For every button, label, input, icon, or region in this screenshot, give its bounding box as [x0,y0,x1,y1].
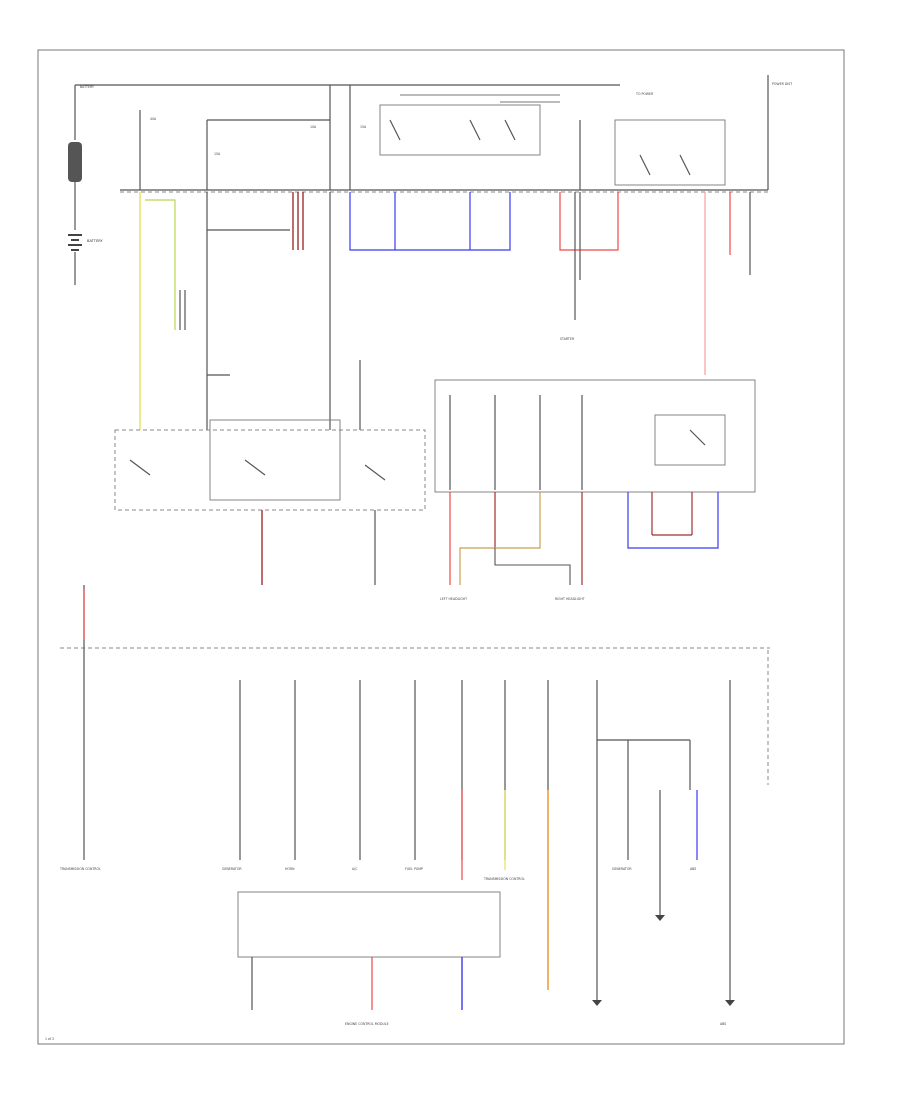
diagram-frame [37,49,845,1045]
starter-label: STARTER [560,337,575,341]
generator-label-2: GENERATOR [612,867,632,871]
fuel-label: FUEL PUMP [405,867,423,871]
svg-text:POWER DIST: POWER DIST [772,82,792,86]
fuse-icon [68,142,82,182]
engine-control-label: ENGINE CONTROL MODULE [345,1022,389,1026]
svg-text:10A: 10A [310,125,317,129]
page-ref: 1 of 2 [45,1037,54,1041]
right-headlight-label: RIGHT HEADLIGHT [555,597,585,601]
svg-text:40A: 40A [150,117,157,121]
svg-text:15A: 15A [360,125,367,129]
abs-label-1: ABS [690,867,696,871]
svg-text:15A: 15A [214,152,221,156]
left-headlight-label: LEFT HEADLIGHT [440,597,467,601]
ac-label: A/C [352,867,358,871]
svg-text:TO POWER: TO POWER [635,92,654,96]
battery-label: BATTERY [87,239,104,243]
transmission-label-2: TRANSMISSION CONTROL [483,877,525,881]
ground-icon [592,915,735,1006]
abs-label-2: ABS [720,1022,726,1026]
svg-text:BATTERY: BATTERY [80,85,94,89]
battery-icon [68,234,82,251]
transmission-label-1: TRANSMISSION CONTROL [59,867,101,871]
horn-label: HORN [285,867,295,871]
generator-label-1: GENERATOR [222,867,242,871]
